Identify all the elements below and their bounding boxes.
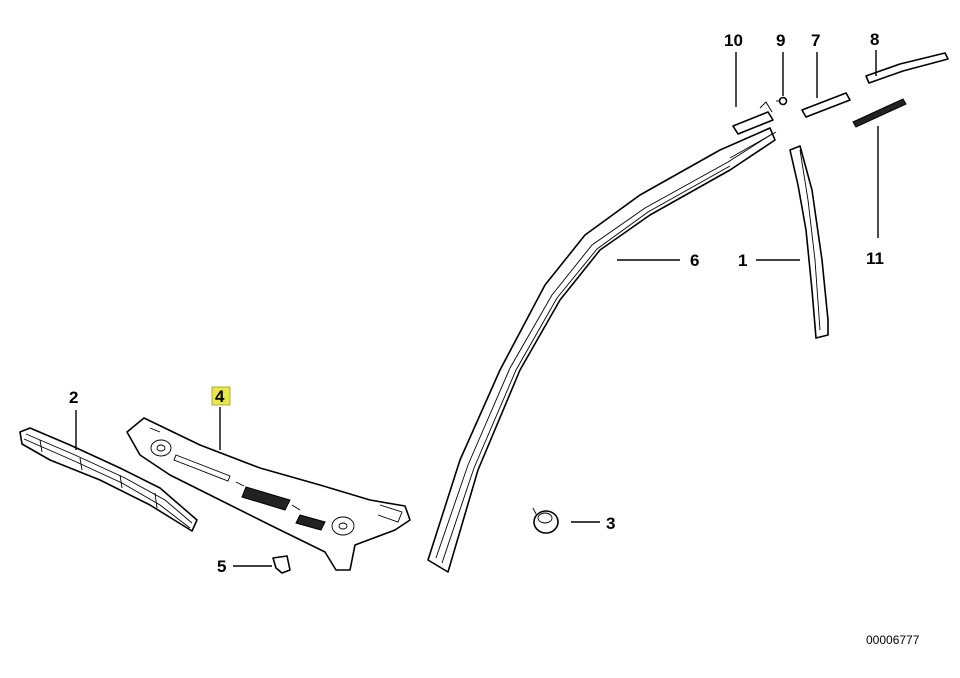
callout-3[interactable]: 3	[606, 514, 615, 533]
part-2-seal[interactable]	[19, 427, 198, 532]
part-3-grommet[interactable]	[532, 507, 559, 534]
callout-2[interactable]: 2	[69, 388, 78, 407]
callout-10[interactable]: 10	[724, 31, 743, 50]
part-8-roof-trim[interactable]	[865, 52, 949, 84]
callout-7[interactable]: 7	[811, 31, 820, 50]
reference-code: 00006777	[866, 633, 920, 647]
leader-lines	[75, 50, 879, 567]
callout-11[interactable]: 11	[866, 249, 884, 268]
callout-8[interactable]: 8	[870, 30, 879, 49]
part-9-clip[interactable]	[776, 96, 788, 106]
part-5-clip[interactable]	[272, 555, 291, 574]
callout-5[interactable]: 5	[217, 557, 226, 576]
callouts: 1 2 3 4 5 6 7 8 9 10 11	[69, 30, 884, 576]
part-4-cowl-panel[interactable]	[126, 417, 411, 571]
part-6-pillar-moulding[interactable]	[427, 127, 777, 573]
callout-1[interactable]: 1	[738, 251, 747, 270]
part-11-seal-strip[interactable]	[852, 98, 907, 128]
callout-4-highlight	[211, 386, 231, 406]
callout-6[interactable]: 6	[690, 251, 699, 270]
callout-4[interactable]: 4	[215, 387, 225, 406]
part-7-trim-piece[interactable]	[801, 92, 851, 118]
callout-9[interactable]: 9	[776, 31, 785, 50]
part-1-pillar-trim[interactable]	[789, 145, 829, 339]
part-10-bracket[interactable]	[732, 101, 774, 135]
